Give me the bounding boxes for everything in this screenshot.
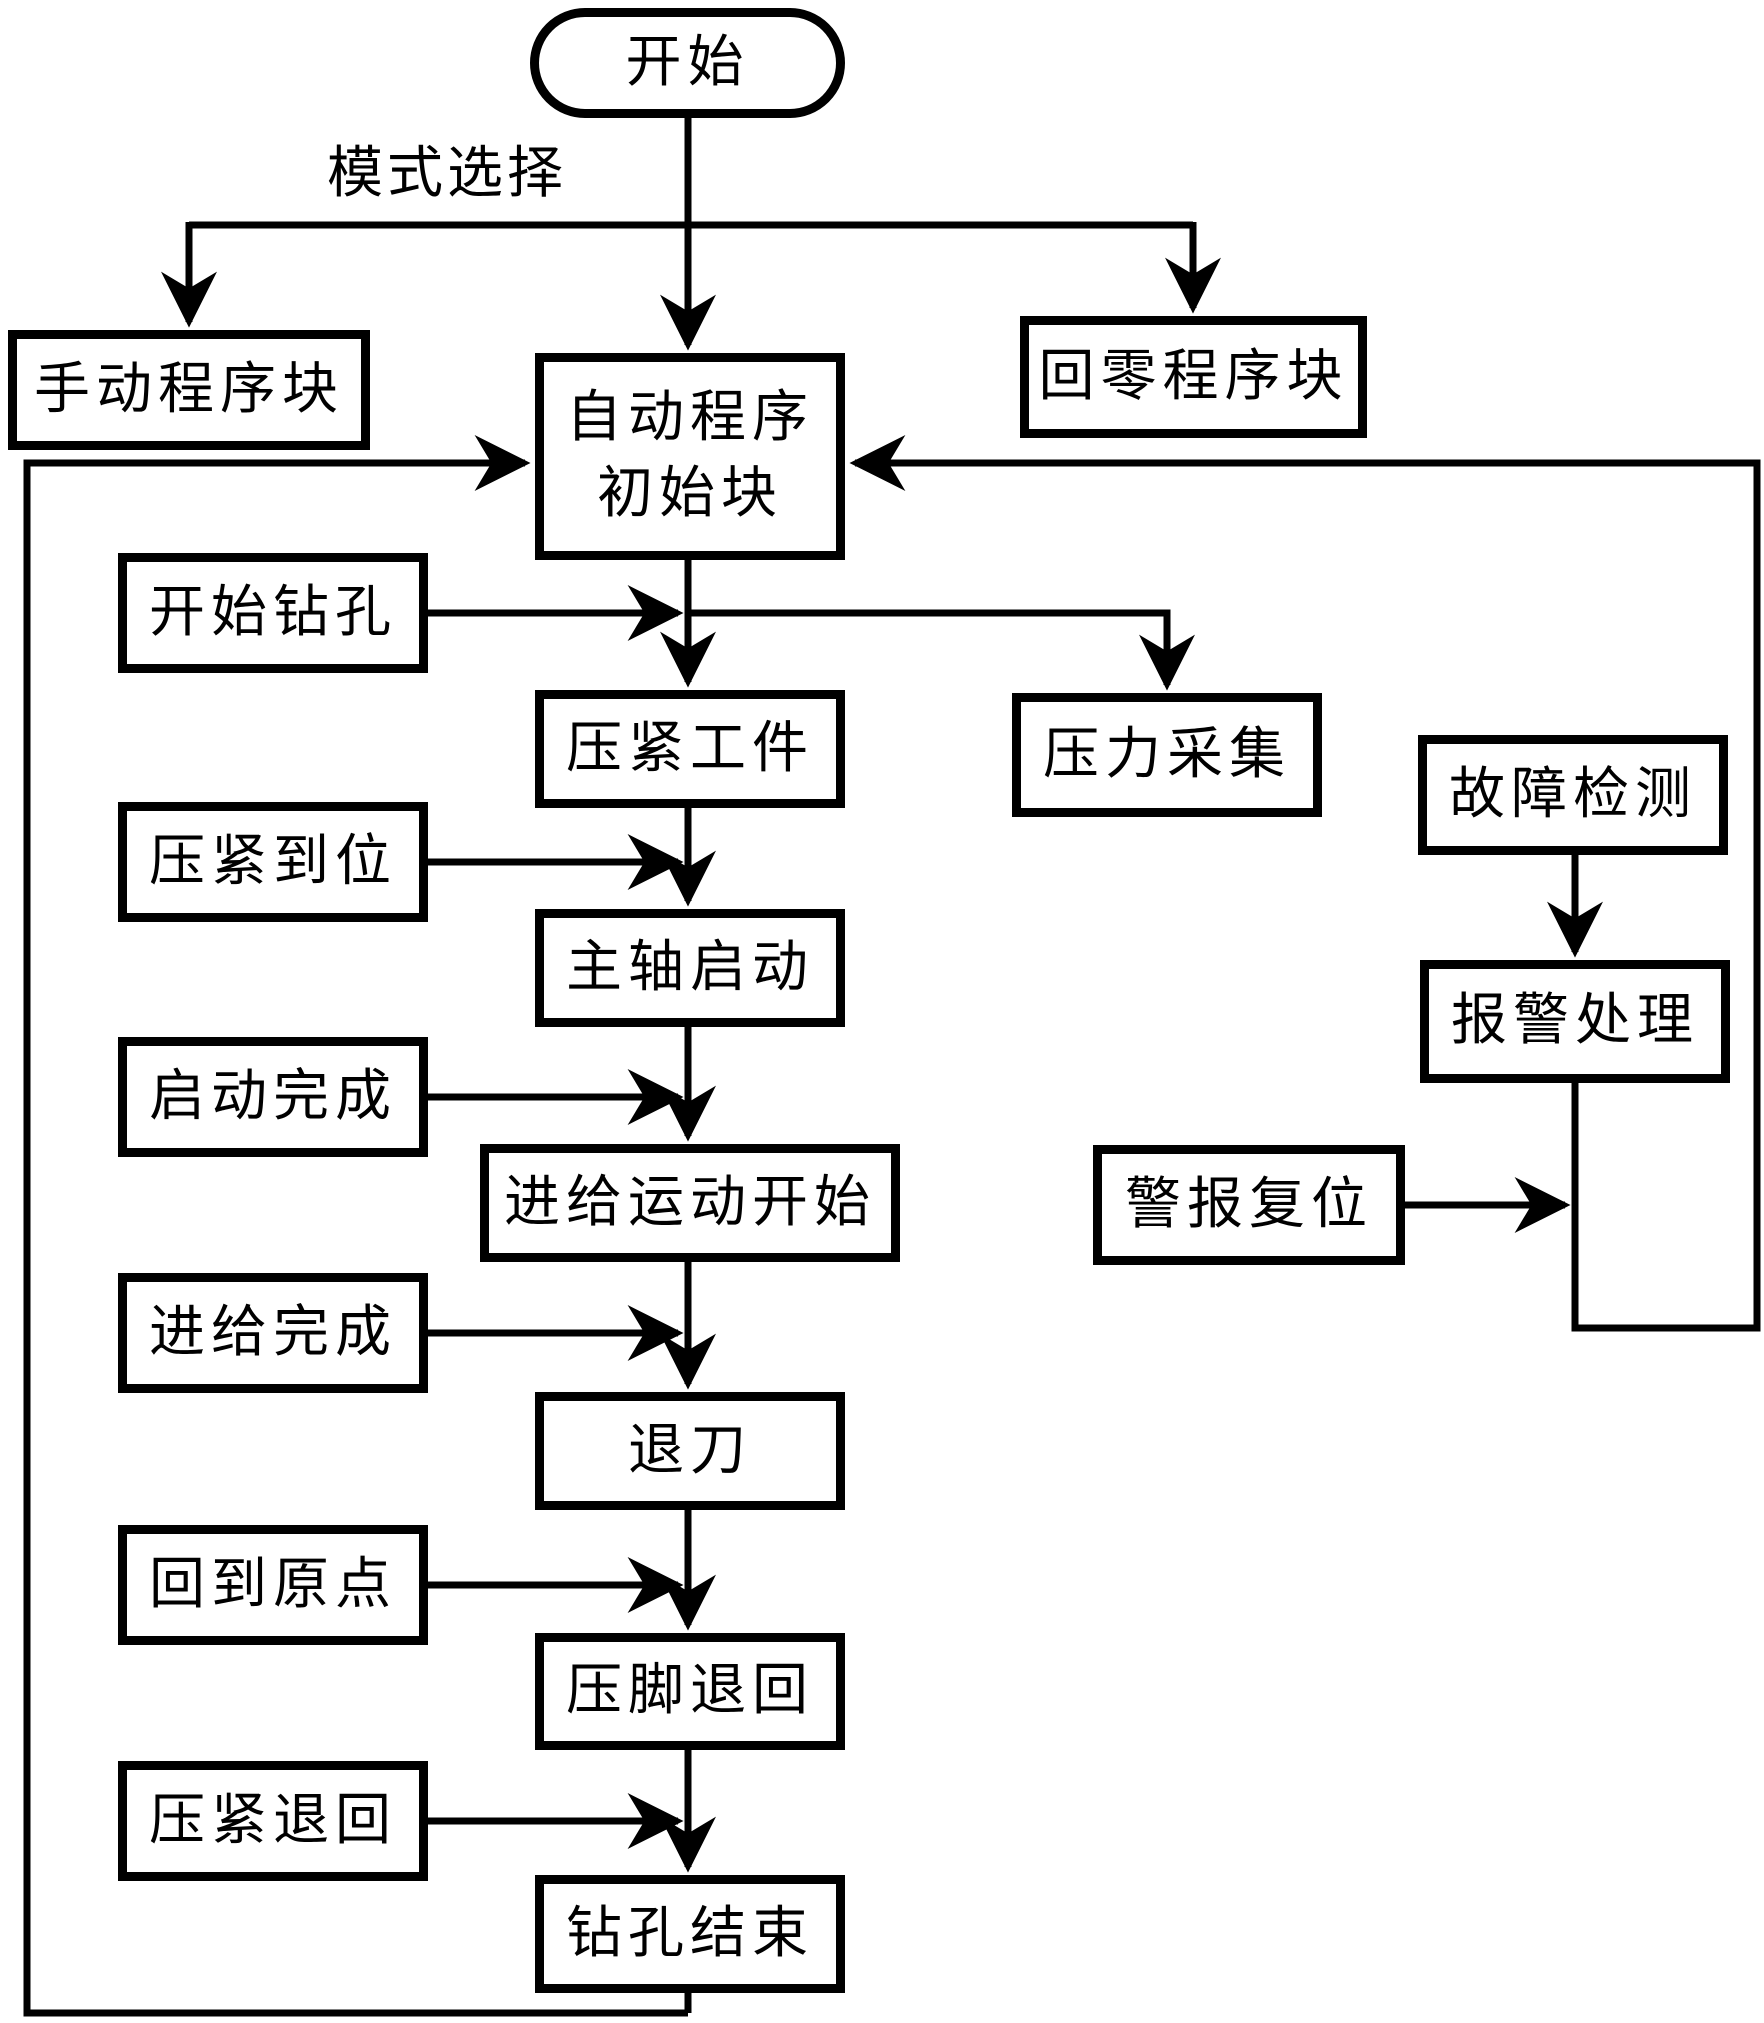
retract-tool-node: 退刀	[535, 1392, 845, 1510]
pressure-acquisition-node: 压力采集	[1012, 693, 1322, 817]
auto-init-line2: 初始块	[597, 462, 783, 525]
auto-init-line1: 自动程序	[566, 386, 814, 449]
return-to-origin-node: 回到原点	[118, 1525, 428, 1645]
spindle-start-node: 主轴启动	[535, 909, 845, 1027]
edge-loop-back-left	[23, 435, 688, 2017]
drilling-end-node: 钻孔结束	[535, 1875, 845, 1993]
presser-foot-return-node: 压脚退回	[535, 1633, 845, 1750]
home-block-node: 回零程序块	[1020, 316, 1367, 438]
edge-loop-back-right	[849, 435, 1761, 1332]
feed-motion-start-node: 进给运动开始	[480, 1144, 900, 1262]
start-complete-node: 启动完成	[118, 1037, 428, 1157]
fault-detection-node: 故障检测	[1418, 735, 1728, 855]
auto-init-node: 自动程序 初始块	[535, 353, 845, 560]
edge-to-pressure-acquisition	[688, 609, 1195, 691]
clamp-return-node: 压紧退回	[118, 1761, 428, 1881]
feed-complete-node: 进给完成	[118, 1273, 428, 1393]
alarm-reset-node: 警报复位	[1093, 1145, 1405, 1265]
start-terminator: 开始	[530, 8, 845, 118]
manual-block-node: 手动程序块	[8, 330, 370, 450]
clamp-workpiece-node: 压紧工件	[535, 690, 845, 808]
start-drilling-node: 开始钻孔	[118, 553, 428, 673]
alarm-handling-node: 报警处理	[1420, 960, 1730, 1083]
clamp-in-place-node: 压紧到位	[118, 802, 428, 922]
mode-select-label: 模式选择	[327, 143, 567, 205]
